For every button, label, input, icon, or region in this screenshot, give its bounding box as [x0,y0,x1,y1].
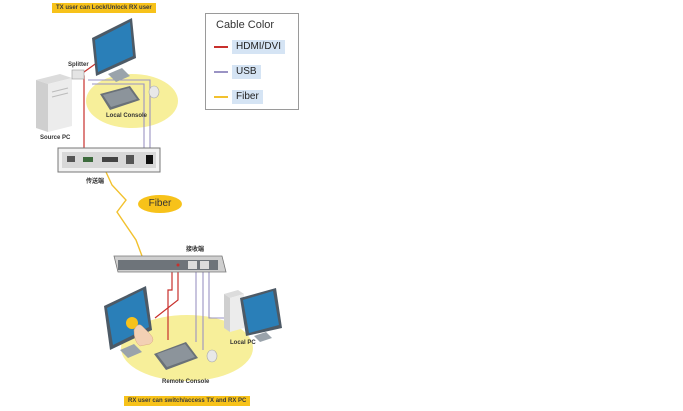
hdmi-color-swatch [214,46,228,48]
remote-mouse-icon [206,349,218,363]
receiver-label: 接收端 [186,247,205,253]
fiber-color-swatch [214,96,228,98]
local-pc-icon [224,288,282,342]
tx-monitor-icon [92,18,136,82]
splitter-label: Splitter [68,62,89,68]
legend-title: Cable Color [216,19,275,31]
local-mouse-icon [148,85,160,99]
touch-hand-icon [133,324,154,347]
legend-label: HDMI/DVI [232,40,285,54]
usb-color-swatch [214,71,228,73]
splitter-icon [71,69,85,80]
legend-item-usb: USB [210,65,294,79]
fiber-cable [105,171,143,257]
cable-color-legend: Cable Color HDMI/DVI USB Fiber [205,13,299,110]
source-pc-label: Source PC [40,135,71,141]
legend-label: Fiber [232,90,263,104]
local-keyboard-icon [100,86,140,110]
remote-keyboard-icon [154,342,198,370]
local-pc-label: Local PC [230,340,256,346]
rx-switch-note: RX user can switch/access TX and RX PC [124,396,251,406]
legend-item-hdmi: HDMI/DVI [210,40,294,54]
legend-label: USB [232,65,261,79]
tx-lock-note: TX user can Lock/Unlock RX user [52,3,156,13]
local-console-label: Local Console [106,113,148,119]
remote-console-label: Remote Console [162,379,210,385]
source-pc-icon [36,74,72,132]
fiber-bubble: Fiber [138,195,182,213]
transmitter-label: 传送端 [86,179,105,185]
receiver-box-icon [113,255,227,273]
transmitter-box-icon [57,147,161,173]
legend-item-fiber: Fiber [210,90,294,104]
